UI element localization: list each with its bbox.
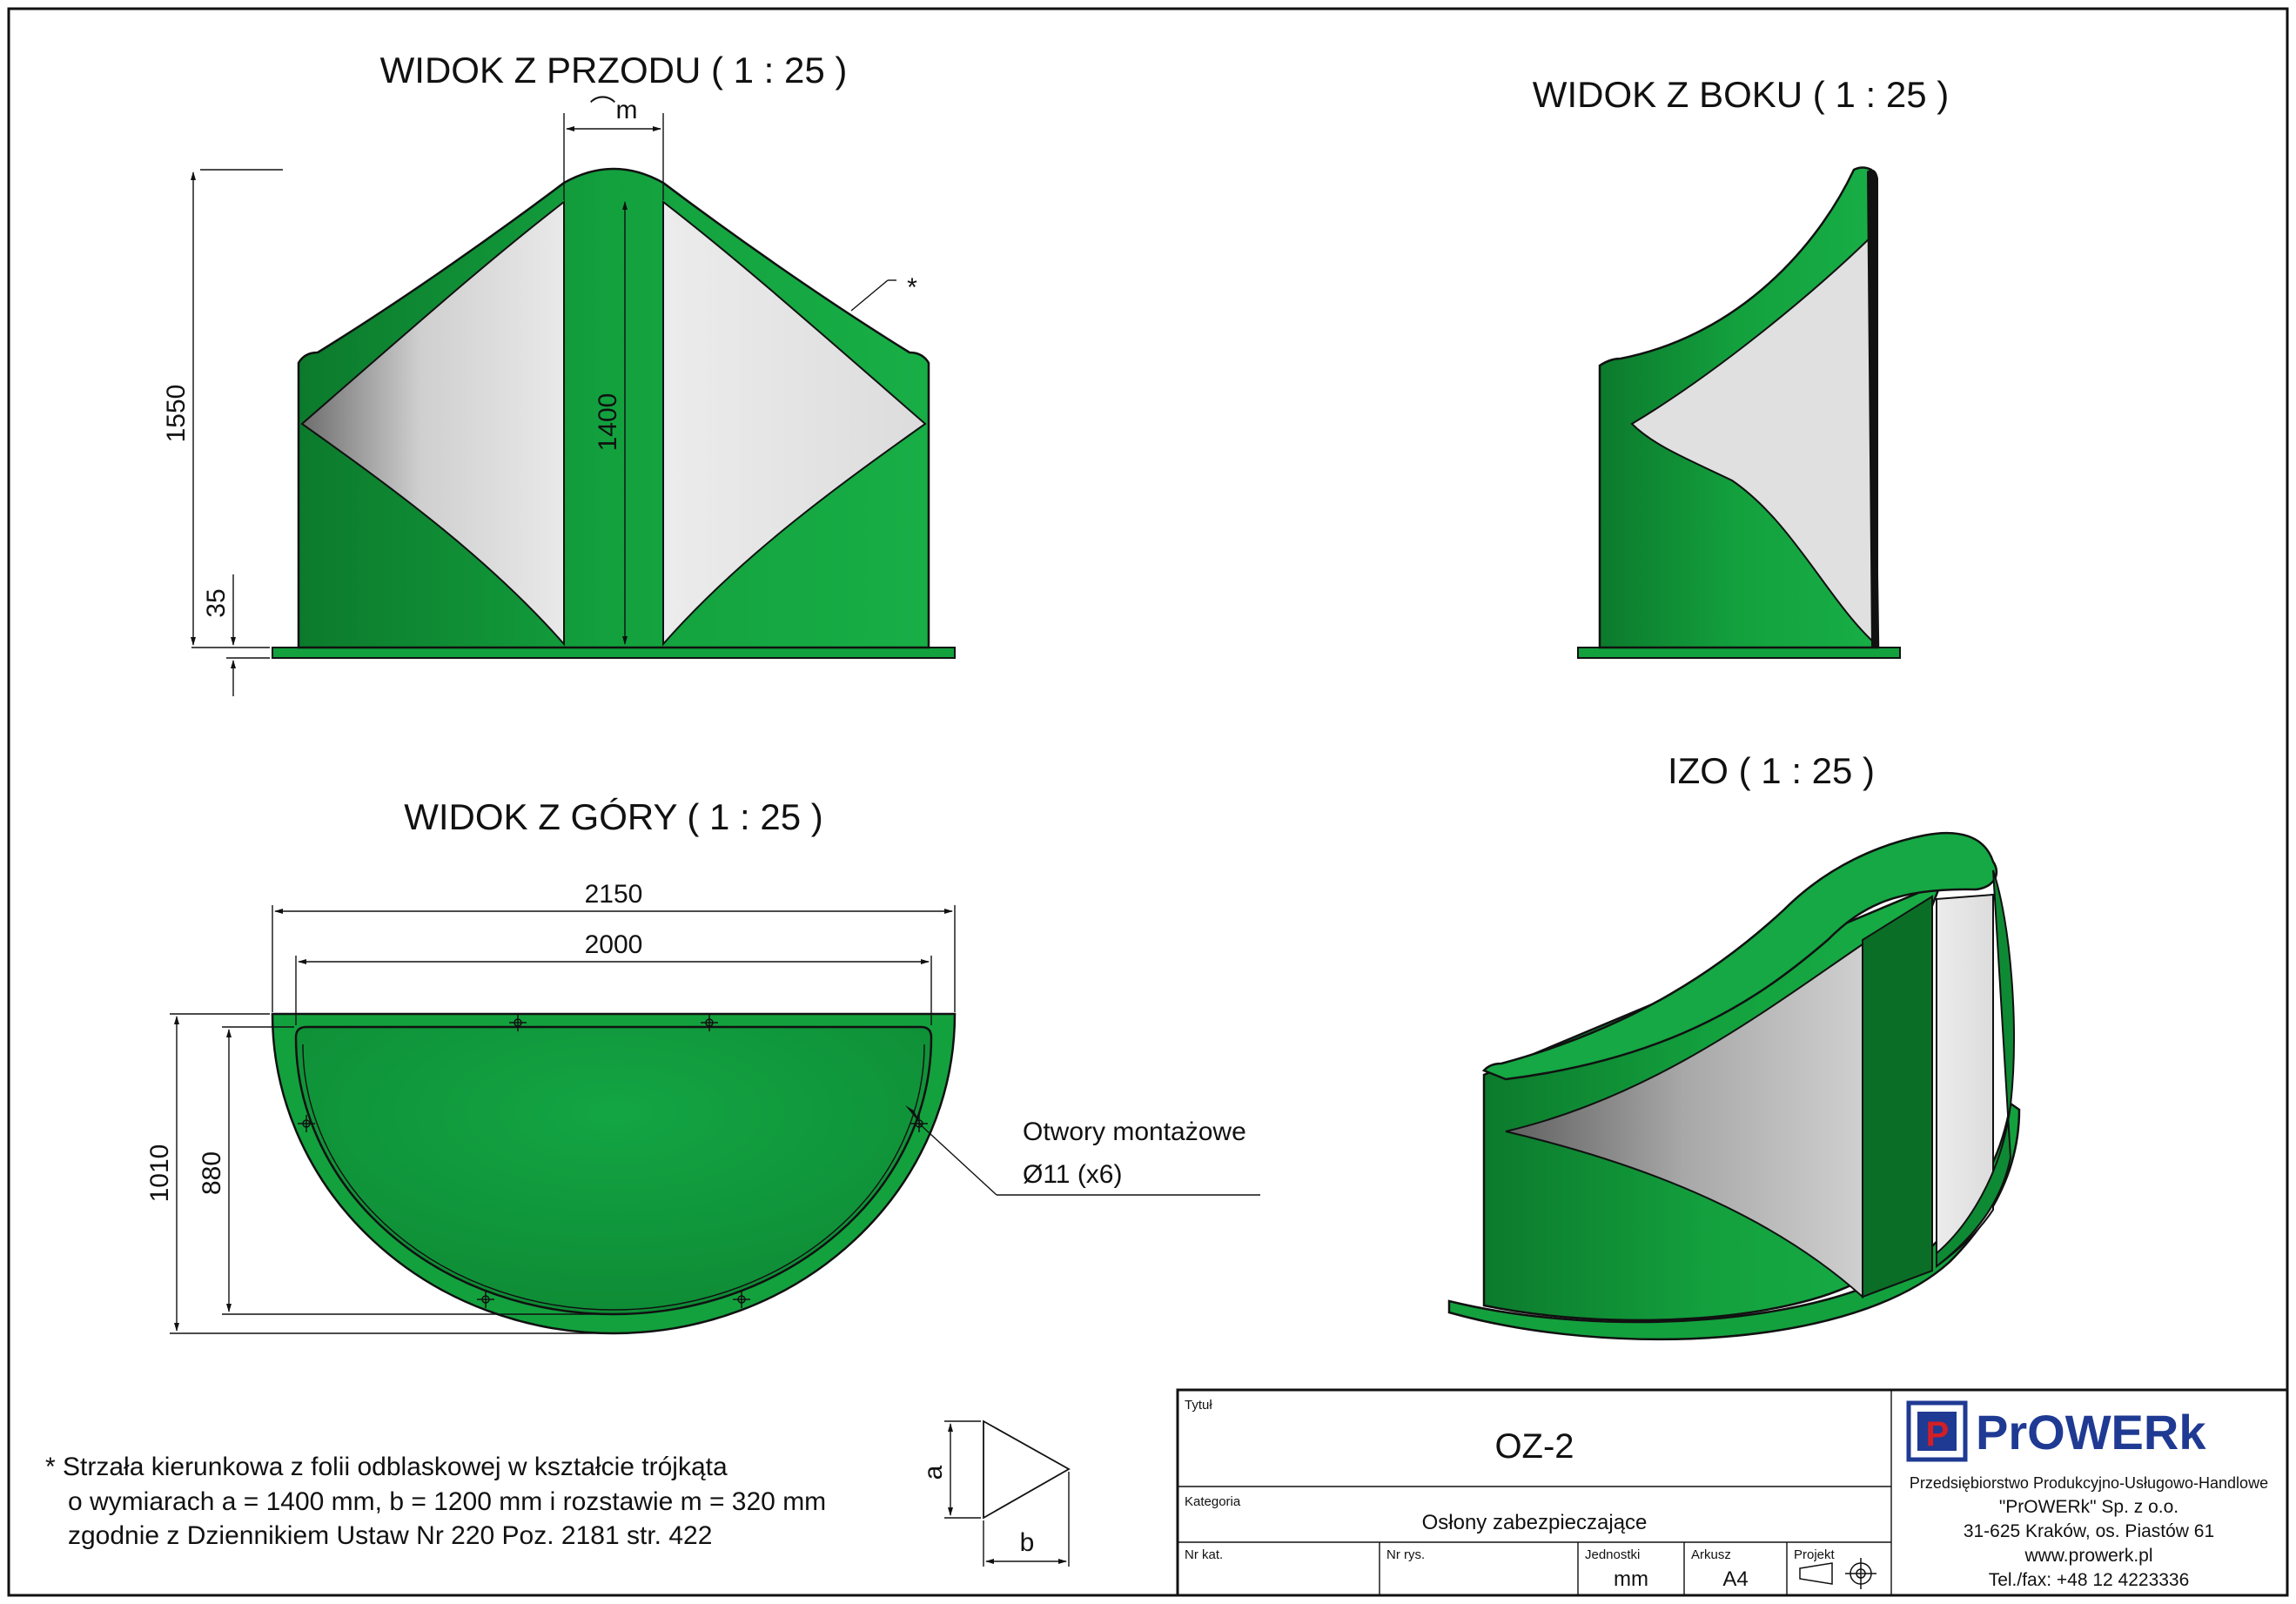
drawing-title: OZ-2 <box>1494 1427 1574 1466</box>
company-line4: www.prowerk.pl <box>2024 1546 2152 1566</box>
top-view: WIDOK Z GÓRY ( 1 : 25 ) 2150 2000 1010 <box>145 796 1260 1335</box>
front-view-title: WIDOK Z PRZODU ( 1 : 25 ) <box>380 50 848 91</box>
projection-symbol-icon <box>1799 1558 1876 1589</box>
callout-holes-line2: Ø11 (x6) <box>1023 1160 1122 1189</box>
logo-letter: P <box>1926 1415 1950 1453</box>
sheet-label: Arkusz <box>1691 1547 1731 1562</box>
note-line2: o wymiarach a = 1400 mm, b = 1200 mm i r… <box>68 1487 826 1516</box>
unit-label: Jednostki <box>1585 1547 1640 1562</box>
title-block: Tytuł OZ-2 Kategoria Osłony zabezpieczaj… <box>1176 1388 2289 1597</box>
drawno-label: Nr rys. <box>1386 1547 1425 1562</box>
iso-view-title: IZO ( 1 : 25 ) <box>1668 750 1875 791</box>
top-inner <box>294 1025 933 1316</box>
footnote: * Strzała kierunkowa z folii odblaskowej… <box>45 1453 826 1550</box>
side-view: WIDOK Z BOKU ( 1 : 25 ) <box>1533 74 1949 659</box>
dim-2150: 2150 <box>585 880 643 909</box>
company-logo: P PrOWERk <box>1906 1400 2206 1462</box>
company-line2: "PrOWERk" Sp. z o.o. <box>1999 1497 2179 1517</box>
company-line5: Tel./fax: +48 12 4223336 <box>1989 1570 2190 1590</box>
iso-view: IZO ( 1 : 25 ) <box>1447 750 2021 1341</box>
project-label: Projekt <box>1794 1547 1836 1562</box>
note-line1: * Strzała kierunkowa z folii odblaskowej… <box>45 1453 728 1481</box>
front-panel-left <box>300 199 565 647</box>
dim-35: 35 <box>202 588 231 617</box>
sheet-value: A4 <box>1722 1567 1748 1591</box>
category-value: Osłony zabezpieczające <box>1422 1511 1648 1534</box>
iso-stripe <box>1862 895 1933 1299</box>
star-marker: * <box>907 273 917 302</box>
dim-1400: 1400 <box>594 393 622 452</box>
sheet-frame <box>7 7 2289 1597</box>
triangle-label-a: a <box>919 1465 948 1480</box>
side-rim <box>1867 169 1878 648</box>
logo-wordmark: PrOWERk <box>1976 1405 2206 1460</box>
catno-label: Nr kat. <box>1185 1547 1223 1562</box>
company-line3: 31-625 Kraków, os. Piastów 61 <box>1964 1521 2214 1541</box>
top-view-title: WIDOK Z GÓRY ( 1 : 25 ) <box>404 796 823 837</box>
unit-value: mm <box>1614 1567 1648 1591</box>
dim-m: ⌒m <box>590 96 638 124</box>
category-label: Kategoria <box>1185 1494 1241 1509</box>
side-panel <box>1630 234 1877 647</box>
dim-1550: 1550 <box>162 385 191 443</box>
side-base <box>1577 647 1901 659</box>
triangle-sketch: a b <box>919 1419 1071 1567</box>
callout-holes-line1: Otwory montażowe <box>1023 1117 1246 1146</box>
note-line3: zgodnie z Dziennikiem Ustaw Nr 220 Poz. … <box>68 1521 712 1550</box>
company-line1: Przedsiębiorstwo Produkcyjno-Usługowo-Ha… <box>1910 1474 2268 1492</box>
front-panel-right <box>662 199 927 647</box>
title-label: Tytuł <box>1185 1398 1212 1413</box>
iso-back-shell <box>1936 869 2015 1269</box>
front-view: WIDOK Z PRZODU ( 1 : 25 ) 1550 35 1400 ⌒… <box>162 50 956 696</box>
iso-top-rim <box>1481 831 1998 1081</box>
iso-base <box>1447 1101 2021 1341</box>
side-view-title: WIDOK Z BOKU ( 1 : 25 ) <box>1533 74 1949 115</box>
dim-880: 880 <box>198 1151 226 1195</box>
front-base <box>272 647 956 659</box>
triangle-label-b: b <box>1020 1528 1035 1557</box>
dim-2000: 2000 <box>585 930 643 959</box>
dim-1010: 1010 <box>145 1144 174 1203</box>
